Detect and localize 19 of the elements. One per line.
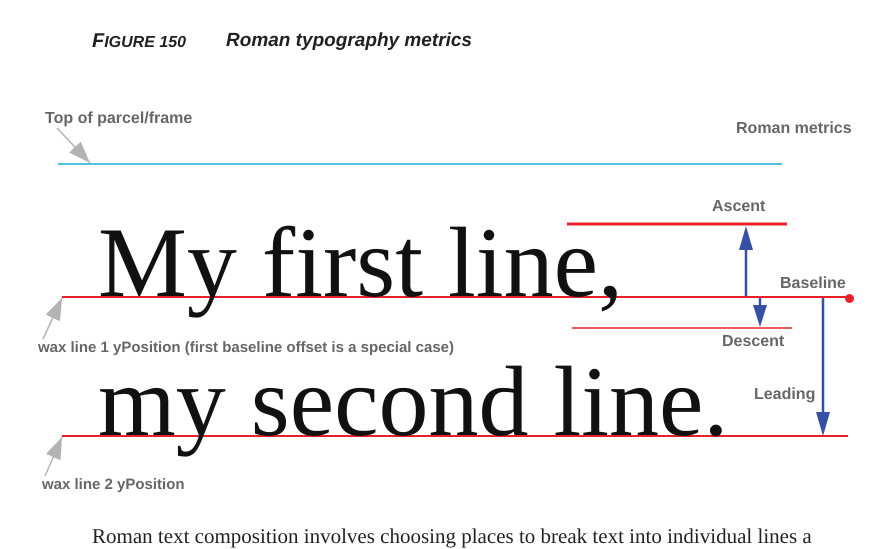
baseline-rule bbox=[62, 435, 848, 437]
metric-label: Ascent bbox=[712, 198, 766, 216]
metric-label: Baseline bbox=[780, 275, 846, 293]
frame-top-line bbox=[58, 163, 782, 165]
sample-text: My first line, bbox=[98, 218, 623, 320]
figure-title: Roman typography metrics bbox=[226, 30, 472, 52]
callout-label: wax line 1 yPosition (first baseline offset is a special case) bbox=[38, 339, 454, 356]
sample-text: my second line. bbox=[98, 357, 728, 459]
figure-number: FIGURE 150 bbox=[92, 30, 186, 54]
callout-label: wax line 2 yPosition bbox=[42, 476, 185, 493]
leader-arrow bbox=[42, 298, 63, 340]
callout-label: Top of parcel/frame bbox=[45, 110, 192, 128]
metrics-heading: Roman metrics bbox=[736, 120, 852, 138]
leader-arrow bbox=[44, 436, 63, 476]
leader-arrow bbox=[56, 127, 91, 164]
metric-label: Leading bbox=[754, 386, 816, 404]
baseline-rule bbox=[62, 296, 848, 298]
body-paragraph: Roman text composition involves choosing places to break text into individual lines a bbox=[92, 524, 812, 548]
metric-label: Descent bbox=[722, 333, 784, 351]
